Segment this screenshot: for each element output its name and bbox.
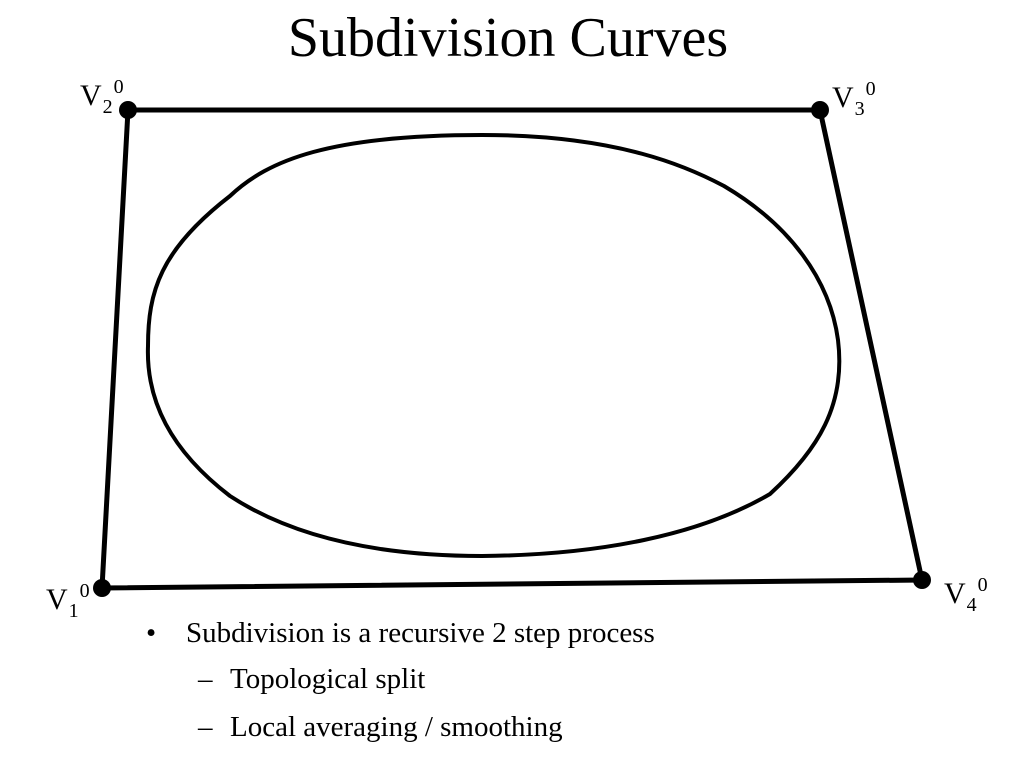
vertex-point-v1 (93, 579, 111, 597)
bullet-text: Subdivision is a recursive 2 step proces… (186, 617, 655, 649)
bullet-marker: • (146, 617, 157, 649)
vertex-label-superscript: 0 (79, 580, 90, 602)
vertex-point-v2 (119, 101, 137, 119)
vertex-label-letter: V (80, 79, 102, 112)
subdivision-curve (145, 133, 842, 558)
vertex-label-subscript: 2 (102, 96, 113, 118)
vertex-label-v1: V10 (46, 580, 90, 622)
vertex-label-superscript: 0 (977, 574, 988, 596)
bullet-item-sub-2: – Local averaging / smoothing (198, 708, 655, 756)
dash-marker: – (198, 711, 213, 743)
slide-title: Subdivision Curves (287, 7, 729, 69)
vertex-label-superscript: 0 (113, 76, 124, 98)
control-polygon (99, 107, 926, 591)
vertex-point-v4 (913, 571, 931, 589)
vertex-label-letter: V (832, 81, 854, 114)
bullet-item-sub-1: – Topological split (198, 660, 655, 708)
vertex-label-v2: V20 (80, 76, 124, 118)
bullet-text: Topological split (230, 663, 426, 695)
bullet-item-main: • Subdivision is a recursive 2 step proc… (146, 614, 655, 660)
vertex-label-v4: V40 (944, 574, 988, 616)
vertex-label-subscript: 3 (854, 98, 865, 120)
vertex-label-subscript: 1 (68, 600, 79, 622)
dash-marker: – (198, 663, 213, 695)
vertex-label-letter: V (46, 583, 68, 616)
vertex-label-v3: V30 (832, 78, 876, 120)
vertex-point-v3 (811, 101, 829, 119)
bullet-list: • Subdivision is a recursive 2 step proc… (146, 614, 655, 756)
vertex-label-letter: V (944, 577, 966, 610)
vertex-label-superscript: 0 (865, 78, 876, 100)
vertex-label-subscript: 4 (966, 594, 977, 616)
bullet-text: Local averaging / smoothing (230, 711, 563, 743)
